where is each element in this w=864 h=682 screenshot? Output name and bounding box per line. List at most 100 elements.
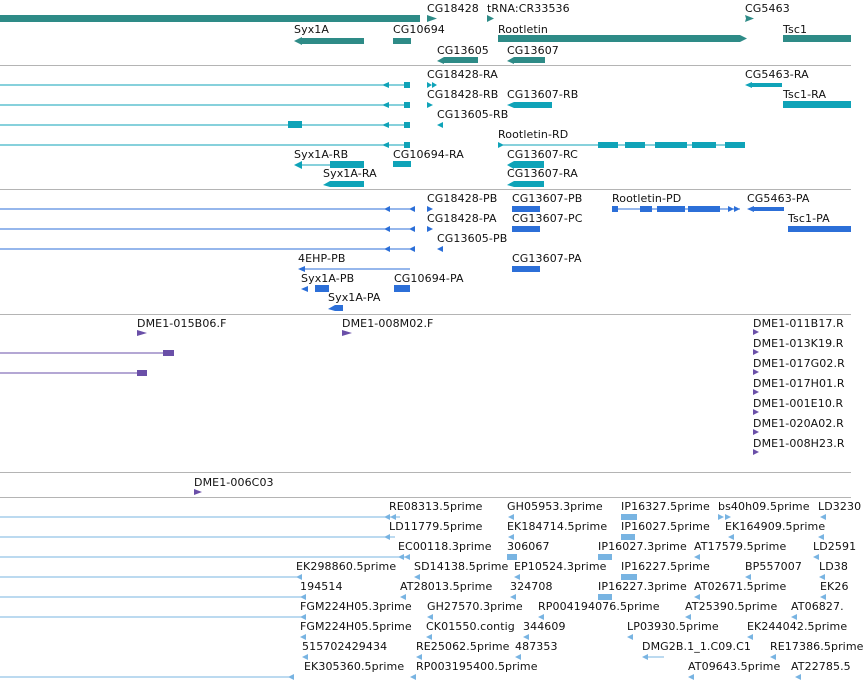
transcript-label[interactable]: Rootletin-RD bbox=[498, 128, 569, 141]
transcript-label[interactable]: CG18428-RB bbox=[427, 88, 499, 101]
est-label[interactable]: AT22785.5 bbox=[791, 660, 851, 673]
est-label[interactable]: RE08313.5prime bbox=[389, 500, 483, 513]
est-label[interactable]: LD2591 bbox=[813, 540, 857, 553]
est-label[interactable]: IP16027.3prime bbox=[598, 540, 687, 553]
transcript-label[interactable]: Rootletin-PD bbox=[612, 192, 682, 205]
transcript-b-glyphs[interactable] bbox=[0, 190, 851, 312]
est-label[interactable]: 194514 bbox=[300, 580, 343, 593]
est-label[interactable]: EC00118.3prime bbox=[398, 540, 492, 553]
gene-label[interactable]: CG13607 bbox=[507, 44, 559, 57]
gene-label[interactable]: tRNA:CR33536 bbox=[487, 2, 570, 15]
est-label[interactable]: 306067 bbox=[507, 540, 550, 553]
transcript-a-glyphs[interactable] bbox=[0, 66, 851, 187]
est-label[interactable]: GH05953.3prime bbox=[507, 500, 603, 513]
transcript-label[interactable]: CG5463-PA bbox=[747, 192, 810, 205]
gene-label[interactable]: CG10694 bbox=[393, 23, 445, 36]
est-label[interactable]: EK164909.5prime bbox=[725, 520, 826, 533]
transcript-label[interactable]: Syx1A-RA bbox=[323, 167, 377, 180]
clone-label[interactable]: DME1-020A02.R bbox=[753, 417, 844, 430]
est-label[interactable]: IP16227.5prime bbox=[621, 560, 710, 573]
est-label[interactable]: AT28013.5prime bbox=[400, 580, 493, 593]
gene-label[interactable]: CG5463 bbox=[745, 2, 790, 15]
transcript-label[interactable]: Syx1A-PB bbox=[301, 272, 355, 285]
clone-label[interactable]: DME1-008M02.F bbox=[342, 317, 434, 330]
est-label[interactable]: FGM224H05.3prime bbox=[300, 600, 412, 613]
est-label[interactable]: 344609 bbox=[523, 620, 566, 633]
gene-track[interactable]: CG18428 tRNA:CR33536 CG5463 Syx1A CG1069… bbox=[0, 0, 851, 64]
clone-glyphs[interactable] bbox=[0, 315, 851, 470]
clone-label[interactable]: DME1-013K19.R bbox=[753, 337, 844, 350]
est-label[interactable]: RP003195400.5prime bbox=[416, 660, 538, 673]
est-track[interactable]: RE08313.5prime GH05953.3prime IP16327.5p… bbox=[0, 498, 863, 682]
clone-label[interactable]: DME1-015B06.F bbox=[137, 317, 227, 330]
est-label[interactable]: RP004194076.5prime bbox=[538, 600, 660, 613]
est-label[interactable]: EK244042.5prime bbox=[747, 620, 848, 633]
gene-label[interactable]: CG18428 bbox=[427, 2, 479, 15]
transcript-label[interactable]: CG13607-RB bbox=[507, 88, 579, 101]
est-label[interactable]: AT25390.5prime bbox=[685, 600, 778, 613]
est-label[interactable]: SD14138.5prime bbox=[414, 560, 509, 573]
clone-2-glyphs[interactable] bbox=[0, 473, 851, 496]
transcript-label[interactable]: CG13605-PB bbox=[437, 232, 508, 245]
clone-label[interactable]: DME1-006C03 bbox=[194, 476, 274, 489]
est-label[interactable]: LD3230 bbox=[818, 500, 862, 513]
transcript-track-b[interactable]: CG18428-PB CG13607-PB Rootletin-PD CG546… bbox=[0, 190, 851, 312]
est-label[interactable]: EP10524.3prime bbox=[514, 560, 607, 573]
transcript-label[interactable]: CG18428-RA bbox=[427, 68, 498, 81]
transcript-label[interactable]: CG18428-PB bbox=[427, 192, 498, 205]
transcript-label[interactable]: CG10694-PA bbox=[394, 272, 464, 285]
est-label[interactable]: 515702429434 bbox=[302, 640, 388, 653]
clone-label[interactable]: DME1-001E10.R bbox=[753, 397, 844, 410]
clone-track-2[interactable]: DME1-006C03 bbox=[0, 473, 851, 496]
transcript-label[interactable]: CG10694-RA bbox=[393, 148, 464, 161]
gene-label[interactable]: Rootletin bbox=[498, 23, 548, 36]
est-label[interactable]: EK298860.5prime bbox=[296, 560, 397, 573]
gene-glyphs[interactable] bbox=[0, 0, 851, 64]
est-label[interactable]: AT17579.5prime bbox=[694, 540, 787, 553]
transcript-label[interactable]: CG18428-PA bbox=[427, 212, 497, 225]
est-label[interactable]: IP16027.5prime bbox=[621, 520, 710, 533]
est-label[interactable]: AT02671.5prime bbox=[694, 580, 787, 593]
transcript-label[interactable]: CG13607-RA bbox=[507, 167, 578, 180]
est-label[interactable]: EK184714.5prime bbox=[507, 520, 608, 533]
transcript-track-a[interactable]: CG18428-RA CG5463-RA CG18428-RB CG13607-… bbox=[0, 66, 851, 187]
transcript-label[interactable]: CG5463-RA bbox=[745, 68, 809, 81]
est-label[interactable]: IP16227.3prime bbox=[598, 580, 687, 593]
transcript-label[interactable]: CG13607-PC bbox=[512, 212, 583, 225]
est-label[interactable]: LP03930.5prime bbox=[627, 620, 719, 633]
clone-label[interactable]: DME1-011B17.R bbox=[753, 317, 844, 330]
transcript-label[interactable]: Syx1A-PA bbox=[328, 291, 381, 304]
est-label[interactable]: 324708 bbox=[510, 580, 553, 593]
est-label[interactable]: AT09643.5prime bbox=[688, 660, 781, 673]
clone-label[interactable]: DME1-017G02.R bbox=[753, 357, 845, 370]
transcript-label[interactable]: CG13607-RC bbox=[507, 148, 578, 161]
clone-track[interactable]: DME1-015B06.F DME1-008M02.F DME1-011B17.… bbox=[0, 315, 851, 470]
est-glyphs[interactable] bbox=[0, 498, 851, 682]
transcript-label[interactable]: CG13607-PB bbox=[512, 192, 583, 205]
est-label[interactable]: CK01550.contig bbox=[426, 620, 515, 633]
est-label[interactable]: IP16327.5prime bbox=[621, 500, 710, 513]
clone-label[interactable]: DME1-017H01.R bbox=[753, 377, 845, 390]
transcript-label[interactable]: CG13605-RB bbox=[437, 108, 509, 121]
transcript-label[interactable]: 4EHP-PB bbox=[298, 252, 346, 265]
transcript-label[interactable]: Tsc1-RA bbox=[783, 88, 827, 101]
est-label[interactable]: RE25062.5prime bbox=[416, 640, 510, 653]
est-label[interactable]: BP557007 bbox=[745, 560, 802, 573]
est-label[interactable]: FGM224H05.5prime bbox=[300, 620, 412, 633]
est-label[interactable]: GH27570.3prime bbox=[427, 600, 523, 613]
est-label[interactable]: EK26 bbox=[820, 580, 849, 593]
est-label[interactable]: DMG2B.1_1.C09.C1 bbox=[642, 640, 751, 653]
clone-label[interactable]: DME1-008H23.R bbox=[753, 437, 845, 450]
est-label[interactable]: LD38 bbox=[819, 560, 848, 573]
transcript-label[interactable]: Syx1A-RB bbox=[294, 148, 349, 161]
gene-label[interactable]: Tsc1 bbox=[783, 23, 808, 36]
est-label[interactable]: LD11779.5prime bbox=[389, 520, 483, 533]
est-label[interactable]: 487353 bbox=[515, 640, 558, 653]
est-label[interactable]: bs40h09.5prime bbox=[718, 500, 810, 513]
gene-label[interactable]: CG13605 bbox=[437, 44, 489, 57]
transcript-label[interactable]: Tsc1-PA bbox=[788, 212, 830, 225]
gene-label[interactable]: Syx1A bbox=[294, 23, 330, 36]
est-label[interactable]: EK305360.5prime bbox=[304, 660, 405, 673]
est-label[interactable]: AT06827. bbox=[791, 600, 844, 613]
transcript-label[interactable]: CG13607-PA bbox=[512, 252, 582, 265]
